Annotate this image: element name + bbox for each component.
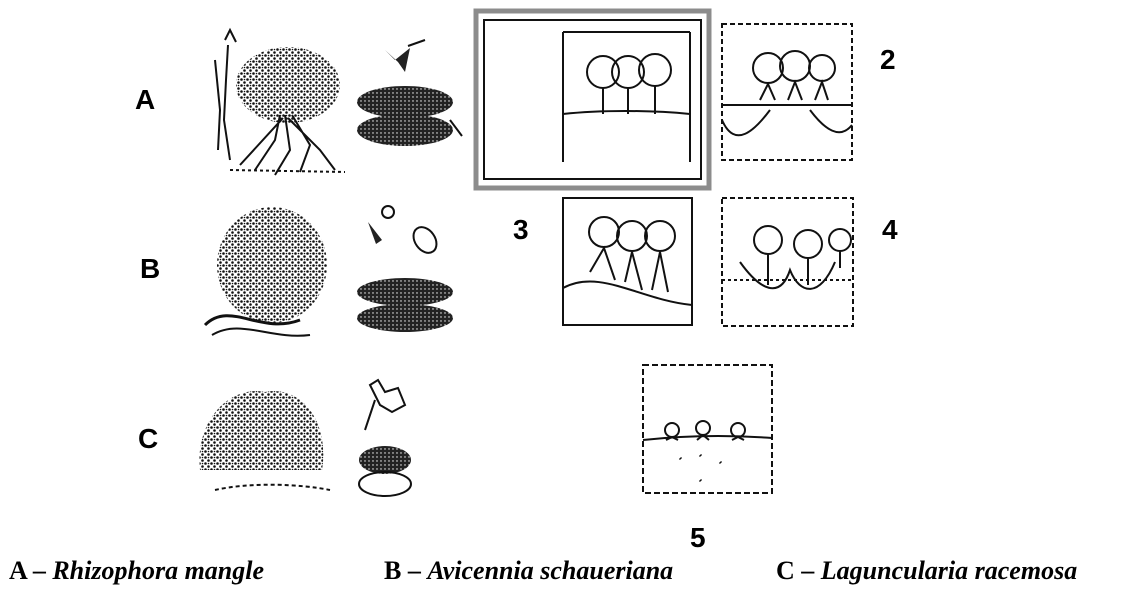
panel-number-3: 3 — [513, 214, 529, 246]
caption-a: A – Rhizophora mangle — [9, 556, 264, 586]
row-label-c: C — [138, 423, 158, 455]
caption-b-dash: – — [401, 556, 427, 585]
leaf-c-illustration — [359, 380, 411, 496]
caption-c-letter: C — [776, 556, 795, 585]
caption-c: C – Laguncularia racemosa — [776, 556, 1077, 586]
zonation-panel-4 — [722, 198, 853, 326]
row-label-b: B — [140, 253, 160, 285]
caption-b: B – Avicennia schaueriana — [384, 556, 673, 586]
caption-a-letter: A — [9, 556, 26, 585]
tree-c-illustration — [200, 391, 330, 490]
tree-b-illustration — [205, 207, 327, 336]
leaf-a-illustration — [357, 40, 462, 146]
caption-c-dash: – — [795, 556, 821, 585]
zonation-panel-3 — [563, 198, 692, 325]
caption-b-species: Avicennia schaueriana — [427, 556, 673, 585]
panel-number-4: 4 — [882, 214, 898, 246]
tree-a-illustration — [215, 30, 345, 175]
zonation-panel-2 — [722, 24, 852, 160]
caption-a-species: Rhizophora mangle — [52, 556, 264, 585]
caption-b-letter: B — [384, 556, 401, 585]
row-label-a: A — [135, 84, 155, 116]
zonation-panel-1 — [476, 11, 709, 188]
panel-number-5: 5 — [690, 522, 706, 554]
leaf-b-illustration — [357, 206, 453, 332]
caption-a-dash: – — [26, 556, 52, 585]
caption-c-species: Laguncularia racemosa — [821, 556, 1077, 585]
zonation-panel-5 — [643, 365, 772, 493]
panel-number-2: 2 — [880, 44, 896, 76]
